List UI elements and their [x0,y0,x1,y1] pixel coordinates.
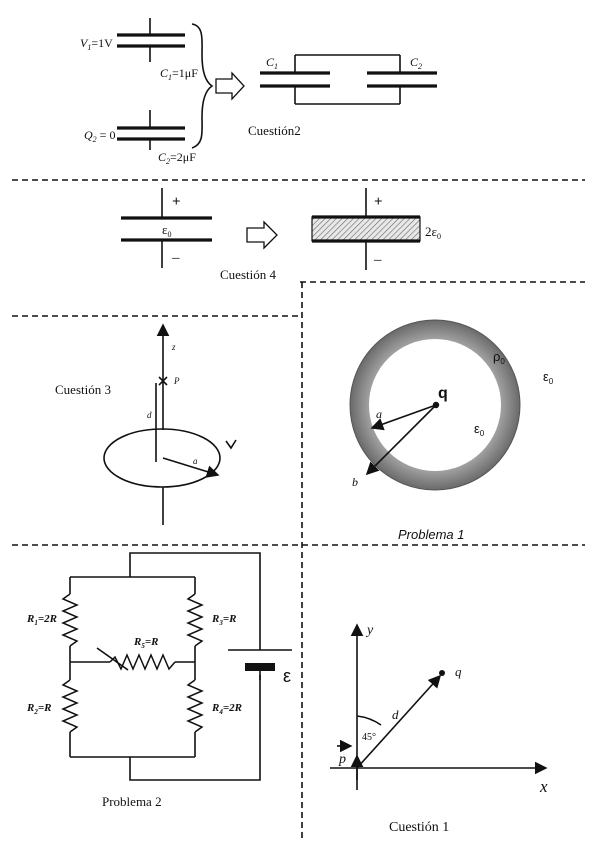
z-label: z [171,342,176,352]
dielectric-slab [311,216,421,242]
inner-epsilon-label: ε0 [474,421,485,438]
bottom-wire [129,675,261,781]
right-c2-label: C2 [410,55,422,71]
b-label: b [352,475,358,489]
a-label: a [193,456,198,466]
q2-label: Q2 = 0 [84,128,115,144]
battery-short-plate [245,663,275,671]
p-label: P [173,376,180,386]
right-c1-label: C1 [266,55,278,71]
point-p-marker [158,376,168,386]
cuestion1-diagram: y x q d 45° p Cuestión 1 [330,623,548,835]
left-epsilon-label: ε0 [162,222,171,239]
x-axis-label: x [539,777,548,796]
problema2-diagram: R1=2R R2=R R3=R R4=2R R5=R ε Problema 2 [26,552,292,809]
current-loop [103,428,221,488]
cuestion2-diagram: V1=1V C1=1μF Q2 = 0 C2=2μF C1 C2 Cuestió… [80,18,437,166]
r1-label: R1=2R [26,613,57,627]
problema2-title: Problema 2 [102,794,162,809]
q-label: q [438,385,448,402]
cuestion4-diagram: + – ε0 + – 2ε0 Cuestión 4 [121,188,441,282]
r5-label: R5=R [133,636,158,650]
right-plus-sign: + [374,194,383,210]
distance-d-line [356,674,442,769]
current-direction-icon [225,439,237,450]
rho-label: ρ0 [493,349,505,366]
top-wire [129,552,261,650]
outer-epsilon-label: ε0 [543,369,554,386]
r4-label: R4=2R [211,702,242,716]
v1-label: V1=1V [80,36,113,52]
cuestion3-title: Cuestión 3 [55,382,111,397]
left-minus-sign: – [171,250,180,266]
c1-label: C1=1μF [160,66,198,82]
cuestion3-diagram: Cuestión 3 z P d a [55,323,237,525]
right-minus-sign: – [373,252,382,268]
p-label: p [338,752,346,767]
resistor-r2 [61,679,79,733]
radius-a-arrow [370,404,437,431]
problema1-diagram: ρ0 ε0 q a ε0 b Problema 1 [349,319,554,542]
cuestion4-title: Cuestión 4 [220,267,276,282]
angle-label: 45° [362,732,376,743]
problema1-title: Problema 1 [398,527,464,542]
transform-arrow-icon [215,71,245,101]
q-label: q [455,664,462,679]
a-label: a [376,407,382,421]
d-label: d [147,410,152,420]
right-epsilon-label: 2ε0 [425,224,441,241]
r2-label: R2=R [26,702,51,716]
brace [191,23,214,149]
r3-label: R3=R [211,613,236,627]
switch-lever [96,647,129,671]
resistor-r3 [186,593,204,647]
transform-arrow-icon-2 [246,220,278,250]
resistor-r4 [186,679,204,733]
c2-label: C2=2μF [158,150,196,166]
charge-q [439,670,445,676]
emf-label: ε [283,666,291,686]
radius-a-arrow [162,457,220,478]
angle-arc [356,715,382,726]
cuestion2-title: Cuestión2 [248,123,301,138]
left-plus-sign: + [172,194,181,210]
y-axis-label: y [365,623,374,638]
radius-b-arrow [365,404,437,476]
cuestion1-title: Cuestión 1 [389,820,449,835]
resistor-r1 [61,593,79,647]
d-label: d [392,707,399,722]
resistor-r5 [109,653,176,671]
